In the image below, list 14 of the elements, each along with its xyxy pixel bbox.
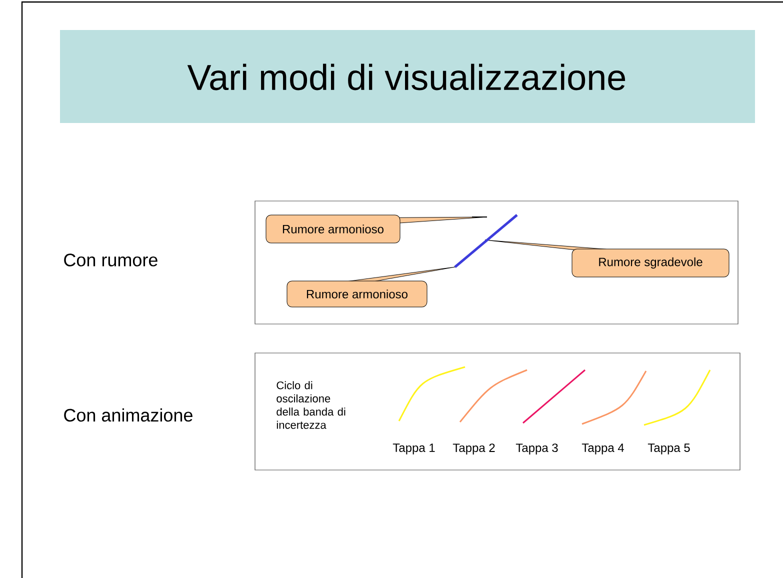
label: Tappa 4 <box>582 444 624 454</box>
label: Tappa 2 <box>452 444 495 454</box>
label: Ciclo di oscilazione della banda di incertezza <box>276 381 346 429</box>
label: Tappa 1 <box>392 444 435 454</box>
label: Tappa 5 <box>648 444 690 454</box>
callout: Rumore armonioso <box>266 214 488 244</box>
title-band: Vari modi di visualizzazione <box>60 30 755 123</box>
panel-box <box>254 352 740 470</box>
callout: Rumore sgradevole <box>484 240 730 278</box>
callout: Rumore armonioso <box>286 266 456 308</box>
panel-box <box>254 200 738 324</box>
label: Con animazione <box>64 408 192 422</box>
label: Tappa 3 <box>516 444 558 454</box>
label: Con rumore <box>64 254 158 266</box>
